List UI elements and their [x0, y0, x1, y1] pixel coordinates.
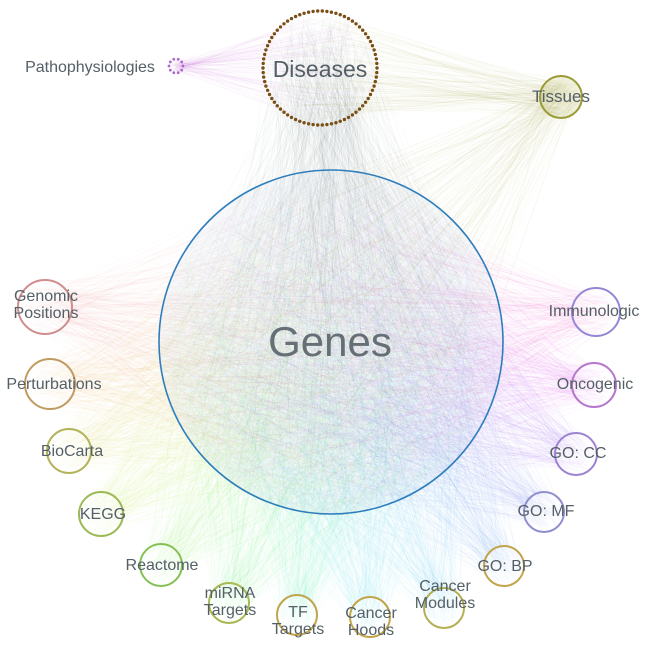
node-cancer_modules[interactable]: [423, 587, 465, 629]
edge-bundle-go_bp-genes: [168, 177, 522, 585]
edge-bundle-tissues-genes: [170, 77, 581, 511]
edge-bundle-biocarta-genes: [49, 179, 487, 507]
label-perturbations: Perturbations: [6, 376, 101, 393]
edge-bundle-go_mf-genes: [171, 180, 564, 531]
node-tf_targets[interactable]: [276, 594, 318, 636]
edge-bundle-immunologic-genes: [169, 176, 619, 511]
node-genes[interactable]: [158, 169, 504, 515]
label-oncogenic: Oncogenic: [557, 376, 634, 393]
edge-bundle-diseases-genes: [164, 12, 499, 512]
label-diseases: Diseases: [273, 56, 368, 82]
node-reactome[interactable]: [139, 543, 183, 587]
node-go_mf[interactable]: [523, 491, 565, 533]
node-go_bp[interactable]: [483, 545, 525, 587]
node-go_cc[interactable]: [554, 432, 598, 476]
edge-bundle-oncogenic-genes: [166, 180, 615, 511]
label-genes: Genes: [268, 318, 392, 365]
edge-bundles: [19, 12, 619, 634]
node-perturbations[interactable]: [24, 358, 76, 410]
label-go_bp: GO: BP: [477, 558, 532, 575]
nodes: [17, 9, 621, 638]
label-go_mf: GO: MF: [518, 503, 575, 520]
edge-bundle-go_cc-genes: [163, 173, 596, 512]
node-oncogenic[interactable]: [571, 362, 617, 408]
node-cancer_hoods[interactable]: [349, 596, 391, 638]
edge-bundle-kegg-genes: [80, 177, 480, 536]
label-biocarta: BioCarta: [41, 443, 103, 460]
label-pathophysiologies: Pathophysiologies: [25, 59, 155, 76]
label-go_cc: GO: CC: [550, 445, 607, 462]
edge-bundle-mirna_targets-genes: [174, 176, 498, 622]
node-mirna_targets[interactable]: [208, 582, 250, 624]
edge-bundle-reactome-genes: [141, 174, 495, 586]
node-biocarta[interactable]: [46, 428, 92, 474]
label-immunologic: Immunologic: [549, 303, 640, 320]
edge-bundle-cancer_hoods-genes: [163, 181, 496, 634]
label-kegg: KEGG: [80, 506, 126, 523]
node-pathophysiologies[interactable]: [167, 57, 185, 75]
node-kegg[interactable]: [78, 491, 124, 537]
node-diseases[interactable]: [261, 9, 379, 127]
label-tissues: Tissues: [532, 87, 590, 106]
node-immunologic[interactable]: [571, 287, 621, 337]
edge-bundle-cancer_modules-genes: [164, 172, 492, 627]
label-reactome: Reactome: [126, 557, 199, 574]
node-tissues[interactable]: [539, 75, 583, 119]
edge-bundle-tf_targets-genes: [169, 180, 484, 633]
node-genomic_positions[interactable]: [17, 279, 73, 335]
labels: Genes Diseases PathophysiologiesTissuesGen…: [6, 56, 639, 639]
edge-bundle-genomic_positions-genes: [19, 180, 494, 511]
edge-bundle-perturbations-genes: [26, 177, 496, 511]
